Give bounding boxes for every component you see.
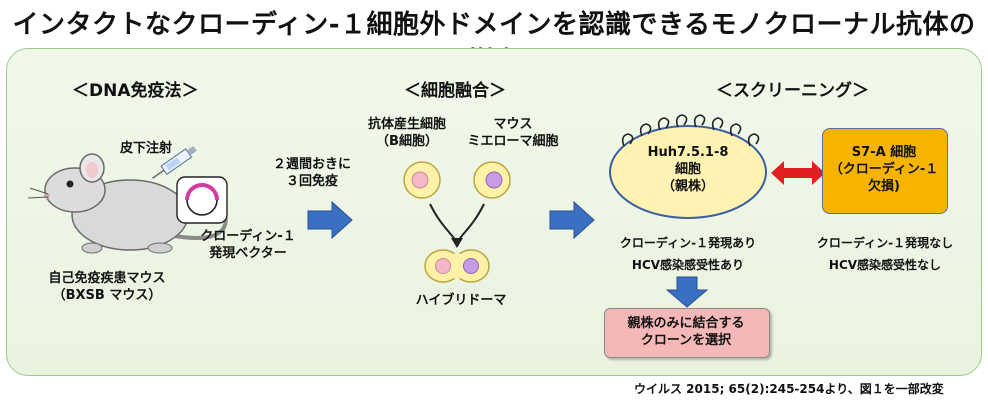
deficient-cell-line1: S7-A 細胞 <box>851 145 917 160</box>
vector-label-line1: クローディン-１ <box>200 229 296 244</box>
parent-description: クローディン-１発現あり HCV感染感受性あり <box>606 232 770 276</box>
mouse-label-line1: 自己免疫疾患マウス <box>48 271 166 286</box>
bcell-label: 抗体産生細胞 （B細胞） <box>352 116 462 150</box>
myeloma-label-line2: ミエローマ細胞 <box>467 134 559 149</box>
parent-cell-icon <box>609 114 767 219</box>
parent-desc-line1: クローディン-１発現あり <box>619 236 757 250</box>
mouse-label-line2: （BXSB マウス） <box>52 288 162 303</box>
result-label: 親株のみに結合する クローンを選択 <box>604 315 768 349</box>
deficient-cell-label: S7-A 細胞 （クローディン-１ 欠損) <box>822 144 946 195</box>
result-line1: 親株のみに結合する <box>627 316 745 331</box>
result-box <box>604 308 770 358</box>
deficient-desc-line1: クローディン-１発現なし <box>816 236 954 250</box>
fusion-graphic <box>403 161 511 283</box>
vector-label: クローディン-１ 発現ベクター <box>192 228 304 262</box>
down-arrow-icon <box>666 276 708 308</box>
parent-cell-line2: 細胞 <box>674 162 701 177</box>
parent-desc-line2: HCV感染感受性あり <box>631 258 745 272</box>
deficient-description: クローディン-１発現なし HCV感染感受性なし <box>800 232 970 276</box>
myeloma-label: マウス ミエローマ細胞 <box>458 116 568 150</box>
source-citation: ウイルス 2015; 65(2):245-254より、図１を一部改変 <box>634 382 944 396</box>
parent-cell-line1: Huh7.5.1-8 <box>647 145 729 160</box>
section-dna-header: ＜DNA免疫法＞ <box>72 81 199 101</box>
parent-cell-label: Huh7.5.1-8 細胞 （親株） <box>628 144 748 195</box>
bcell-icon <box>403 161 441 199</box>
deficient-cell-line3: 欠損) <box>868 179 900 194</box>
flow-arrow-icon <box>307 200 353 240</box>
bcell-label-line1: 抗体産生細胞 <box>367 117 446 132</box>
myeloma-cell-icon <box>473 161 511 199</box>
result-line2: クローンを選択 <box>640 333 732 348</box>
vector-plasmid-icon <box>176 176 228 224</box>
deficient-cell-box <box>822 128 948 214</box>
schedule-label-line2: ３回免疫 <box>285 174 338 189</box>
double-arrow-icon <box>771 161 825 185</box>
flow-arrow-icon <box>549 200 595 240</box>
schedule-label-line1: ２週間おきに <box>272 157 351 172</box>
parent-cell-line3: （親株） <box>661 179 714 194</box>
hybridoma-icon <box>424 249 490 283</box>
section-screening-header: ＜スクリーニング＞ <box>716 81 869 101</box>
deficient-cell-line2: （クローディン-１ <box>829 162 939 177</box>
schedule-label: ２週間おきに ３回免疫 <box>262 156 362 190</box>
myeloma-label-line1: マウス <box>493 117 533 132</box>
section-fusion-header: ＜細胞融合＞ <box>404 81 506 101</box>
syringe-icon <box>152 145 197 179</box>
hybridoma-label: ハイブリドーマ <box>415 293 507 308</box>
injection-label: 皮下注射 <box>119 141 172 156</box>
vector-label-line2: 発現ベクター <box>209 246 287 261</box>
mouse-label: 自己免疫疾患マウス （BXSB マウス） <box>22 270 192 304</box>
deficient-desc-line2: HCV感染感受性なし <box>828 258 942 272</box>
bcell-label-line2: （B細胞） <box>376 134 438 149</box>
